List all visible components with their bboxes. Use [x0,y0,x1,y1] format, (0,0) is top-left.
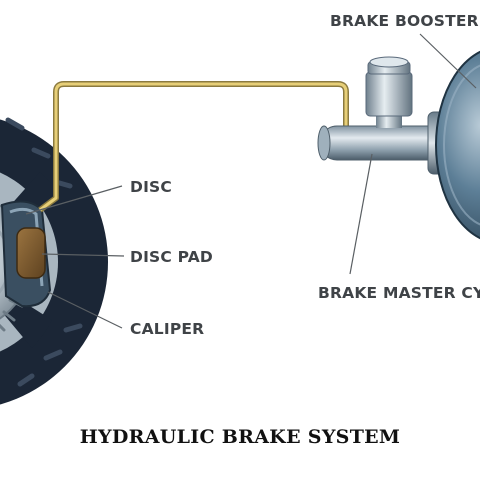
label-brake-master-cylinder: BRAKE MASTER CY [318,284,480,302]
caliper-highlight [9,207,44,287]
leader-caliper [47,291,123,329]
label-disc-pad: DISC PAD [130,248,213,266]
reservoir-cap-top [369,56,409,68]
booster-shell [435,50,480,240]
leader-brake-booster [419,33,477,89]
tire-tread [5,117,83,387]
booster-rim [443,64,480,226]
leader-disc [25,185,123,215]
fluid-reservoir [365,71,413,117]
label-brake-booster: BRAKE BOOSTER [330,12,479,30]
caliper [0,200,52,308]
master-cylinder-end-cap [317,125,331,161]
brake-line-highlight [39,82,348,212]
leader-disc-pad [41,253,125,257]
diagram-caption: HYDRAULIC BRAKE SYSTEM [79,426,401,448]
label-caliper: CALIPER [130,320,204,338]
label-disc: DISC [130,178,172,196]
brake-system-illustration: BRAKE BOOSTER DISC DISC PAD BRAKE MASTER… [0,12,480,405]
leader-brake-master-cylinder [349,153,373,275]
disc-pad-shape [16,227,46,279]
brake-booster [427,50,480,240]
